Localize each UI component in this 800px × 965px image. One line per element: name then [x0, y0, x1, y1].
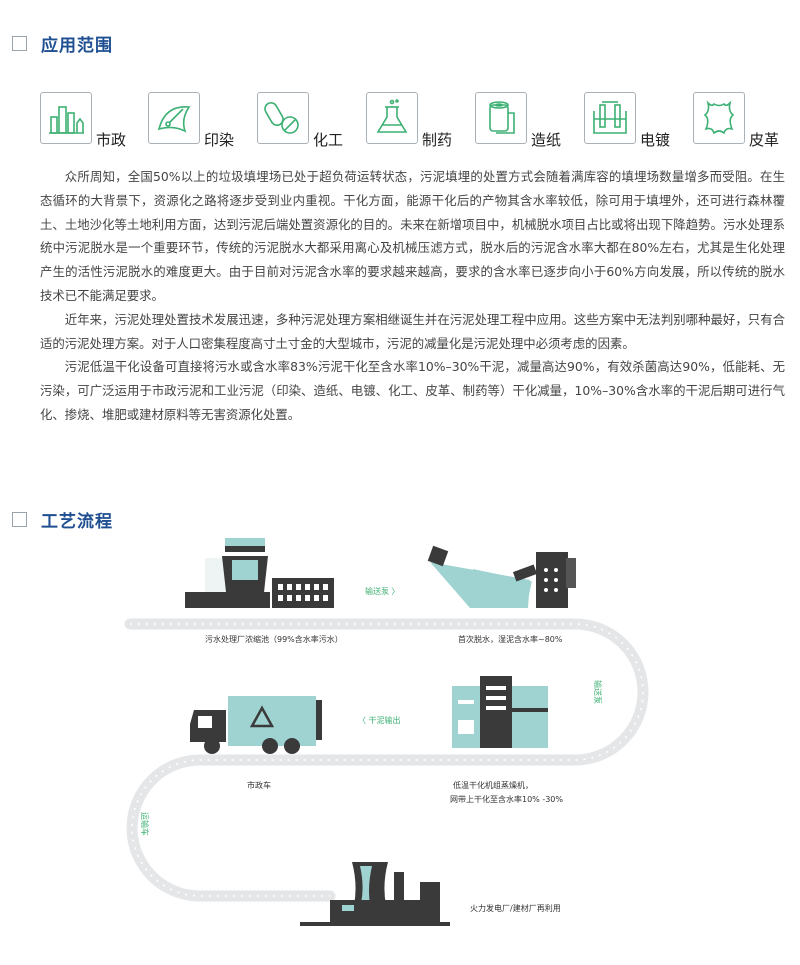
arrow-label-dry-output: 〈 干泥输出 — [358, 716, 401, 725]
conveyor-belt — [124, 538, 649, 926]
application-item-pharmacy: 制药 — [366, 92, 466, 152]
section-header-application: 应用范围 — [12, 31, 113, 56]
application-label: 皮革 — [749, 131, 780, 149]
application-item-chemical: 化工 — [257, 92, 357, 152]
application-label: 电镀 — [640, 131, 671, 149]
description-text: 众所周知，全国50%以上的垃圾填埋场已处于超负荷运转状态，污泥填埋的处置方式会随… — [40, 165, 785, 427]
leather-icon — [693, 92, 745, 144]
caption-truck: 市政车 — [247, 781, 271, 790]
caption-dryer: 低温干化机组蒸燥机， — [453, 781, 533, 790]
application-label: 造纸 — [531, 131, 562, 149]
power-plant-icon — [300, 862, 450, 926]
application-item-municipal: 市政 — [40, 92, 140, 152]
caption-power-plant: 火力发电厂/建材厂再利用 — [470, 904, 561, 913]
low-temperature-dryer-icon — [452, 676, 548, 748]
arrow-label-transport: 运输车 — [140, 812, 149, 836]
section-header-process: 工艺流程 — [12, 507, 113, 532]
application-item-dyeing: 印染 — [148, 92, 248, 152]
caption-dewatering: 首次脱水，湿泥含水率~80% — [458, 635, 563, 644]
application-label: 制药 — [422, 131, 453, 149]
application-label: 化工 — [313, 131, 344, 149]
application-list: 市政 印染 化工 制药 造纸 电镀 皮革 — [40, 92, 785, 152]
application-item-leather: 皮革 — [693, 92, 793, 152]
application-label: 印染 — [204, 131, 235, 149]
chemical-icon — [257, 92, 309, 144]
arrow-label-pump-2: 输送泵 — [593, 680, 602, 704]
paragraph: 近年来，污泥处理处置技术发展迅速，多种污泥处理方案相继诞生并在污泥处理工程中应用… — [40, 311, 785, 351]
section-title: 工艺流程 — [41, 512, 113, 532]
caption-dryer-2: 网带上干化至含水率10% -30% — [450, 795, 563, 804]
garbage-truck-icon — [190, 696, 322, 754]
application-item-electroplating: 电镀 — [584, 92, 684, 152]
application-label: 市政 — [96, 131, 127, 149]
electroplating-icon — [584, 92, 636, 144]
section-title: 应用范围 — [41, 36, 113, 56]
caption-thickener: 污水处理厂浓缩池（99%含水率污水） — [205, 635, 343, 644]
checkbox-square-icon — [12, 512, 27, 527]
paragraph: 众所周知，全国50%以上的垃圾填埋场已处于超负荷运转状态，污泥填埋的处置方式会随… — [40, 169, 785, 303]
arrow-label-pump: 输送泵 〉 — [365, 587, 400, 596]
checkbox-square-icon — [12, 36, 27, 51]
dyeing-icon — [148, 92, 200, 144]
city-icon — [40, 92, 92, 144]
dewatering-machine-icon — [427, 545, 576, 608]
pharmacy-icon — [366, 92, 418, 144]
process-flow-diagram: 污水处理厂浓缩池（99%含水率污水） 首次脱水，湿泥含水率~80% 低温干化机组… — [0, 530, 800, 965]
application-item-paper: 造纸 — [475, 92, 575, 152]
paragraph: 污泥低温干化设备可直接将污水或含水率83%污泥干化至含水率10%–30%干泥，减… — [40, 359, 785, 422]
paper-roll-icon — [475, 92, 527, 144]
thickener-plant-icon — [185, 538, 334, 608]
